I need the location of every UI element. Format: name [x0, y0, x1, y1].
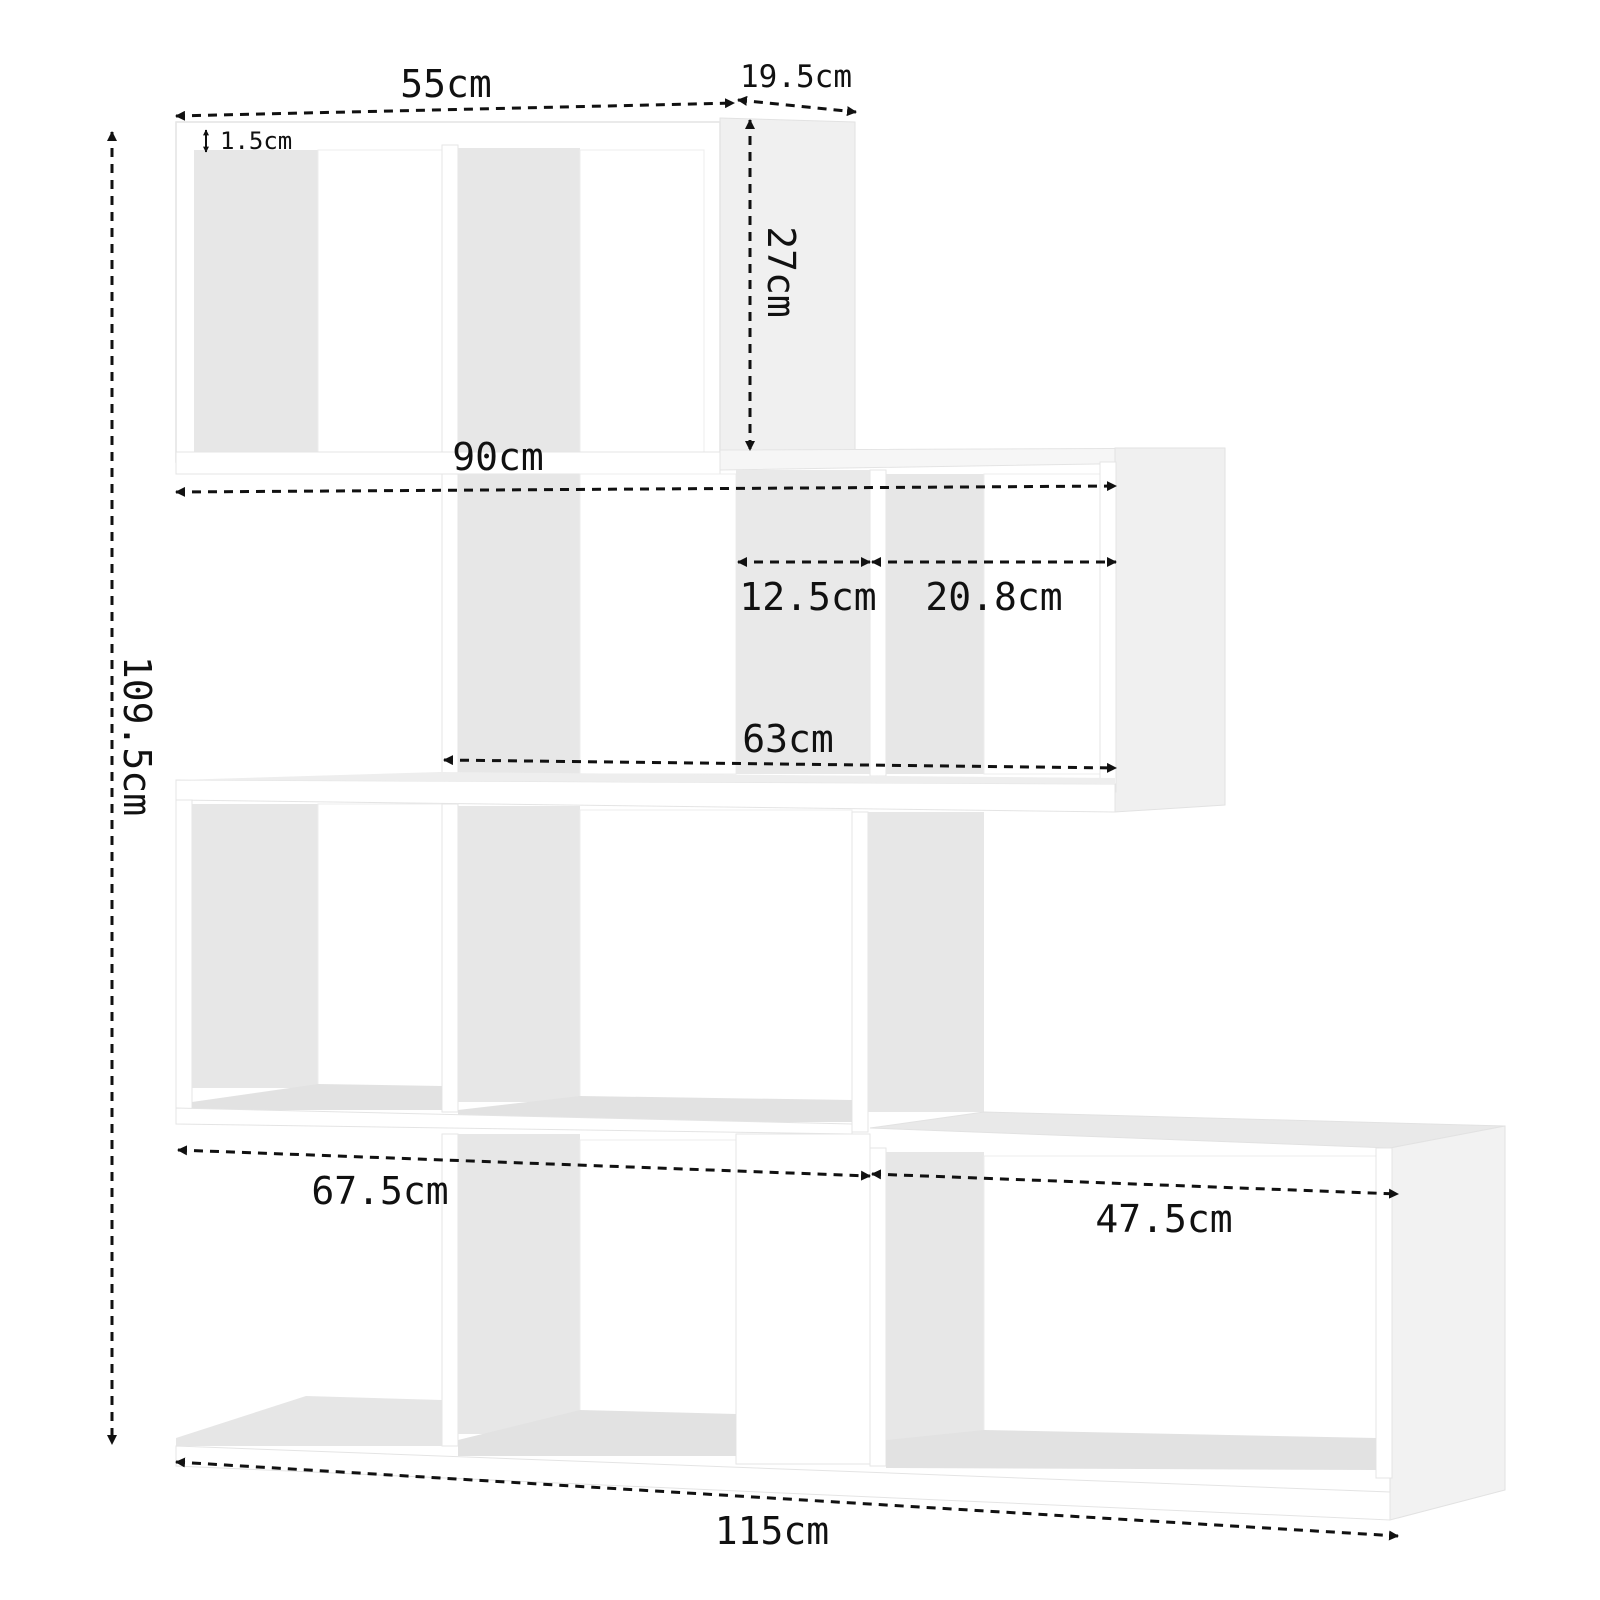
label-total-width: 115cm	[715, 1509, 829, 1553]
label-compartment-height: 27cm	[759, 226, 803, 318]
label-inner-b: 20.8cm	[925, 575, 1062, 619]
dimension-labels: 55cm 19.5cm 1.5cm 27cm 90cm 12.5cm 20.8c…	[115, 59, 1233, 1553]
dim-line-lower-right-width	[871, 1169, 1399, 1199]
label-board-thickness: 1.5cm	[220, 127, 292, 155]
tier-3	[175, 799, 984, 1135]
label-top-width: 55cm	[400, 62, 492, 106]
label-lower-right-width: 47.5cm	[1095, 1197, 1232, 1241]
label-middle-width: 63cm	[742, 717, 834, 761]
dim-line-total-width	[175, 1457, 1399, 1541]
tier-2	[175, 447, 1226, 813]
label-upper-width: 90cm	[452, 435, 544, 479]
label-inner-a: 12.5cm	[739, 575, 876, 619]
dimension-lines	[107, 95, 1399, 1541]
tier-1	[175, 117, 856, 475]
dim-line-middle-width	[443, 755, 1117, 773]
dim-line-upper-width	[175, 481, 1117, 497]
tier-4	[175, 1111, 1506, 1521]
dim-line-depth	[737, 95, 857, 117]
label-lower-left-width: 67.5cm	[311, 1169, 448, 1213]
bookshelf-illustration	[175, 117, 1506, 1521]
label-depth: 19.5cm	[740, 59, 852, 95]
label-total-height: 109.5cm	[115, 656, 159, 816]
dim-line-top-width	[175, 98, 735, 121]
dim-line-lower-left-width	[177, 1145, 871, 1181]
